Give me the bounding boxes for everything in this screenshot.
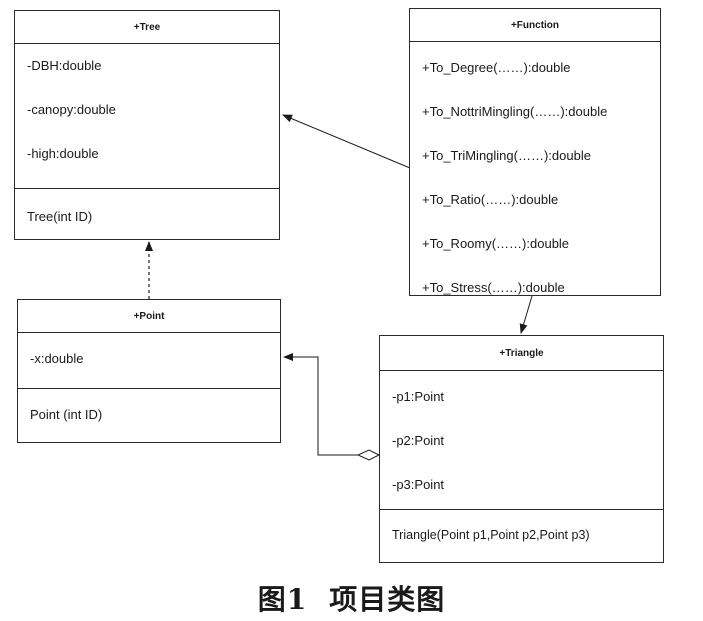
method: +To_Degree(……):double (422, 60, 571, 75)
class-point-methods: Point (int ID) (18, 388, 280, 422)
attribute: -x:double (30, 351, 84, 366)
method: +To_Ratio(……):double (422, 192, 559, 207)
class-point: +Point -x:double Point (int ID) (17, 299, 281, 443)
attribute: -p3:Point (392, 477, 445, 492)
method: +To_TriMingling(……):double (422, 148, 591, 163)
method: +To_NottriMingling(……):double (422, 104, 608, 119)
method: Triangle(Point p1,Point p2,Point p3) (392, 528, 590, 542)
triangle-to-point-aggregation (283, 353, 358, 456)
class-triangle-attributes: -p1:Point -p2:Point -p3:Point (380, 371, 663, 509)
class-triangle-name: +Triangle (380, 336, 663, 371)
attribute: -high:double (27, 146, 99, 161)
class-function-name: +Function (410, 9, 660, 42)
function-to-triangle-association (519, 295, 533, 334)
figure-number: 图1 (257, 583, 308, 616)
class-triangle-methods: Triangle(Point p1,Point p2,Point p3) (380, 509, 663, 542)
attribute: -p2:Point (392, 433, 445, 448)
class-function-methods: +To_Degree(……):double +To_NottriMingling… (410, 42, 660, 300)
attribute: -canopy:double (27, 102, 116, 117)
method: +To_Roomy(……):double (422, 236, 570, 251)
class-tree-name: +Tree (15, 11, 279, 44)
figure-title: 项目类图 (329, 583, 446, 616)
attribute: -DBH:double (27, 58, 102, 73)
class-point-name: +Point (18, 300, 280, 333)
aggregation-diamond (356, 449, 381, 461)
class-function: +Function +To_Degree(……):double +To_Nott… (409, 8, 661, 296)
method: +To_Stress(……):double (422, 280, 565, 295)
method: Point (int ID) (30, 407, 103, 422)
figure-caption: 图1 项目类图 (0, 578, 703, 618)
class-tree-methods: Tree(int ID) (15, 188, 279, 224)
class-triangle: +Triangle -p1:Point -p2:Point -p3:Point … (379, 335, 664, 563)
method: Tree(int ID) (27, 209, 93, 224)
class-tree: +Tree -DBH:double -canopy:double -high:d… (14, 10, 280, 240)
attribute: -p1:Point (392, 389, 445, 404)
class-point-attributes: -x:double (18, 333, 280, 388)
class-tree-attributes: -DBH:double -canopy:double -high:double (15, 44, 279, 188)
function-to-tree-association (282, 114, 411, 169)
